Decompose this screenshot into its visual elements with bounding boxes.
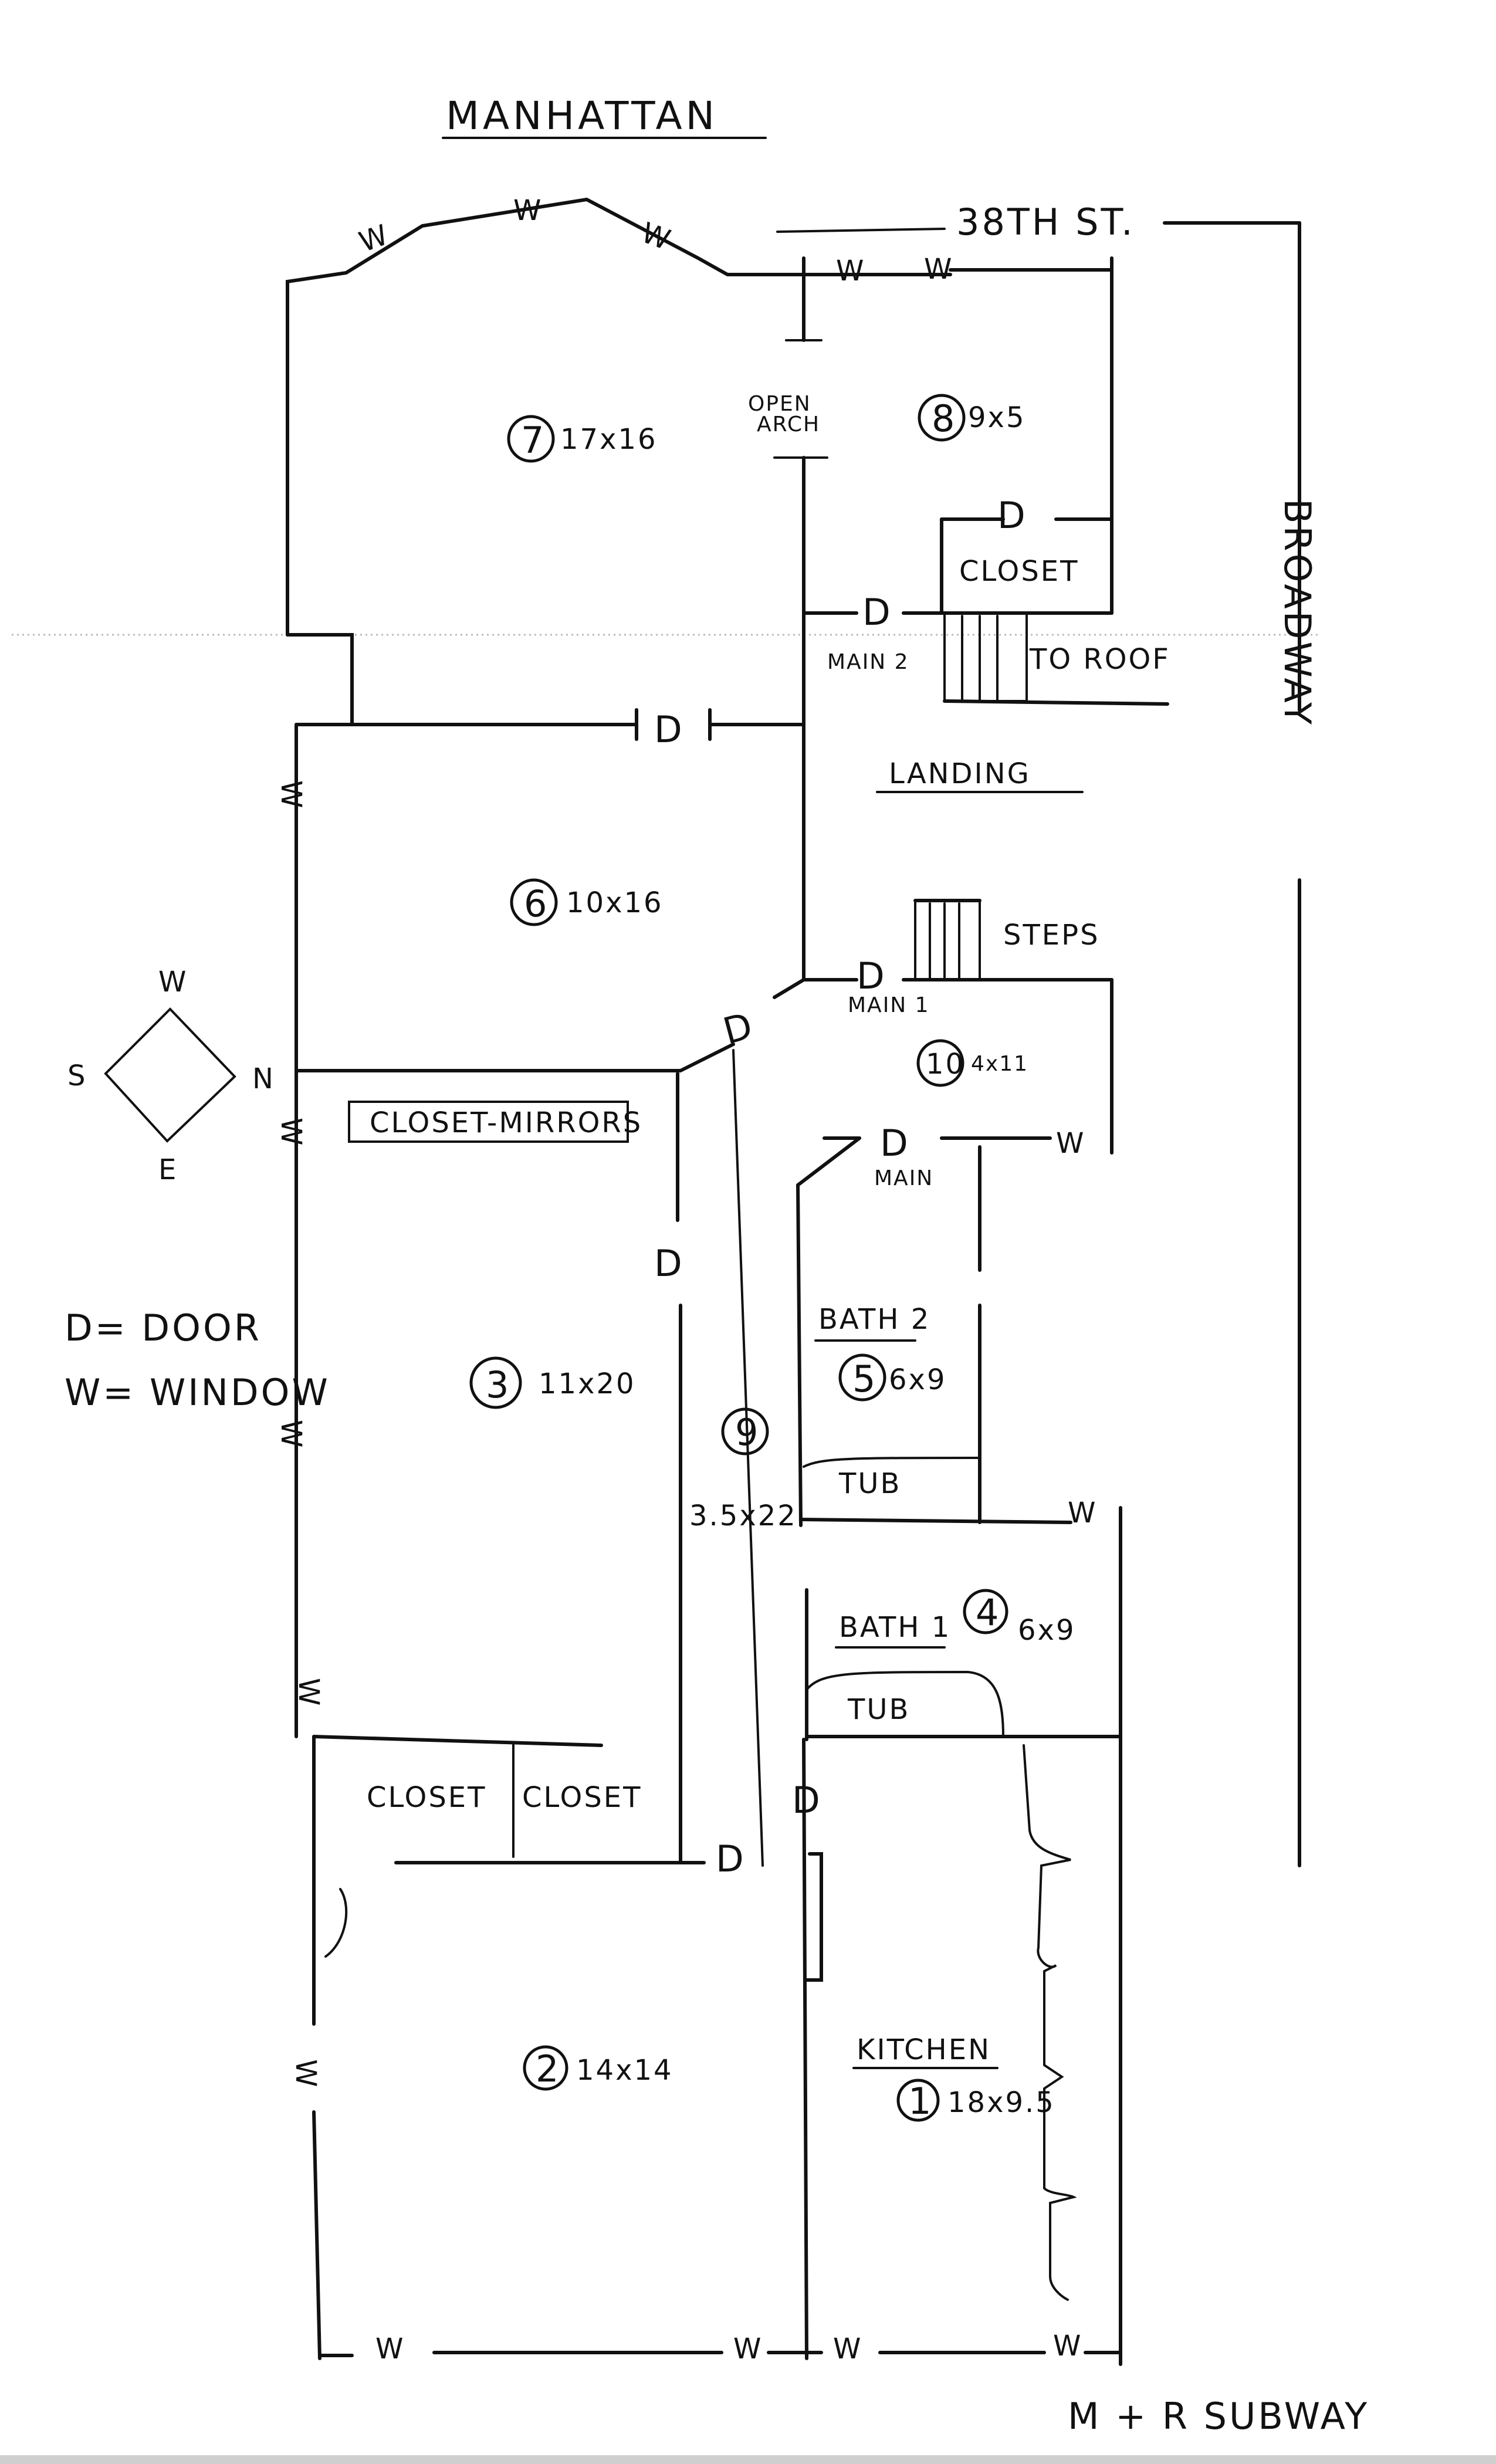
- room-size: 4x11: [971, 1052, 1028, 1076]
- room-number: 1: [908, 2080, 933, 2123]
- room-size: 14x14: [576, 2054, 673, 2087]
- hall-length-arrow: [732, 1049, 764, 1867]
- door-mark: D: [857, 955, 887, 997]
- window-mark: W: [355, 218, 394, 259]
- window-mark: W: [275, 1118, 307, 1147]
- room-size: 11x20: [539, 1368, 636, 1400]
- door-mark: D: [880, 1122, 911, 1165]
- door-mark: D: [792, 1779, 823, 1822]
- main1-label: MAIN 1: [848, 993, 930, 1017]
- window-mark: W: [1068, 1497, 1097, 1529]
- scan-edge: [0, 2455, 1496, 2464]
- door-mark: D: [716, 1837, 746, 1880]
- to-roof-label: TO ROOF: [1029, 643, 1170, 676]
- bath1-label: BATH 1: [839, 1611, 951, 1644]
- legend-door: D= DOOR: [65, 1307, 262, 1349]
- front-steps: [914, 899, 981, 981]
- closet-label-b: CLOSET: [522, 1781, 642, 1814]
- room7-bay-wall: [286, 197, 805, 637]
- hall-east-wall: [796, 1183, 803, 1527]
- door-mark: D: [719, 1004, 759, 1053]
- window-mark: W: [833, 2333, 862, 2365]
- closet-mirrors-box: [348, 1101, 629, 1143]
- roof-stairs: [943, 612, 1028, 702]
- room-size: 6x9: [1018, 1614, 1075, 1647]
- window-mark: W: [275, 780, 307, 810]
- main2-label: MAIN 2: [827, 650, 909, 674]
- bath1-tub: [805, 1670, 1004, 1738]
- room2-west-wall-lower: [312, 2110, 321, 2360]
- open-arch-label: OPEN: [748, 392, 811, 416]
- window-mark: W: [275, 1420, 307, 1449]
- room-number: 5: [852, 1358, 878, 1400]
- window-mark: W: [292, 1678, 325, 1707]
- window-mark: W: [375, 2333, 405, 2365]
- window-mark: W: [513, 194, 543, 227]
- room-size: 17x16: [560, 423, 658, 456]
- window-mark: W: [1053, 2330, 1082, 2363]
- kitchen-label: KITCHEN: [857, 2033, 991, 2066]
- room-size: 3.5x22: [689, 1500, 797, 1532]
- room-number: 7: [521, 419, 546, 462]
- window-mark: W: [733, 2333, 763, 2365]
- street-broadway: BROADWAY: [1276, 499, 1319, 727]
- room-size: 9x5: [968, 401, 1025, 434]
- main-label: MAIN: [874, 1166, 933, 1190]
- kitchen-counter: [1023, 1744, 1077, 2301]
- room-number: 10: [926, 1048, 965, 1081]
- compass-w: W: [158, 966, 188, 999]
- door-mark: D: [654, 1242, 685, 1285]
- room-size: 18x9.5: [947, 2086, 1055, 2119]
- door-swing-arrow: [324, 1888, 348, 1958]
- window-mark: W: [1056, 1127, 1085, 1160]
- open-arch-label: ARCH: [757, 412, 820, 436]
- window-mark: W: [924, 253, 953, 286]
- closet-mirrors-label: CLOSET-MIRRORS: [370, 1106, 642, 1139]
- bath2-tub-label: TUB: [838, 1467, 901, 1500]
- window-mark: W: [637, 216, 676, 258]
- compass-n: N: [252, 1062, 275, 1095]
- bath1-north-wall: [799, 1518, 1072, 1524]
- plan-title: MANHATTAN: [446, 93, 718, 138]
- street-line: [776, 228, 946, 233]
- room-size: 6x9: [889, 1363, 946, 1396]
- compass-s: S: [67, 1060, 87, 1092]
- room-number: 3: [486, 1363, 511, 1406]
- window-mark: W: [836, 255, 865, 287]
- street-38th: 38TH ST.: [956, 201, 1135, 243]
- room-size: 10x16: [566, 886, 664, 919]
- door-mark: D: [862, 591, 893, 634]
- bath2-tub: [803, 1456, 981, 1512]
- bath1-tub-label: TUB: [847, 1693, 910, 1726]
- landing-label: LANDING: [889, 757, 1031, 790]
- room-number: 4: [976, 1591, 1001, 1634]
- steps-label: STEPS: [1003, 919, 1100, 952]
- closet-top-label: CLOSET: [959, 555, 1079, 588]
- compass-e: E: [158, 1153, 178, 1186]
- door-mark: D: [997, 494, 1028, 537]
- closet-label-a: CLOSET: [367, 1781, 486, 1814]
- legend-window: W= WINDOW: [65, 1371, 330, 1414]
- room-number: 9: [735, 1411, 760, 1454]
- room-number: 6: [524, 882, 549, 925]
- window-mark: W: [289, 2059, 322, 2089]
- door-mark: D: [654, 708, 685, 751]
- compass: [104, 1007, 236, 1143]
- room-number: 2: [536, 2047, 561, 2090]
- kitchen-west-wall: [802, 1738, 808, 2360]
- bath2-label: BATH 2: [818, 1303, 930, 1336]
- room-number: 8: [932, 397, 957, 440]
- subway-label: M + R SUBWAY: [1068, 2395, 1369, 2438]
